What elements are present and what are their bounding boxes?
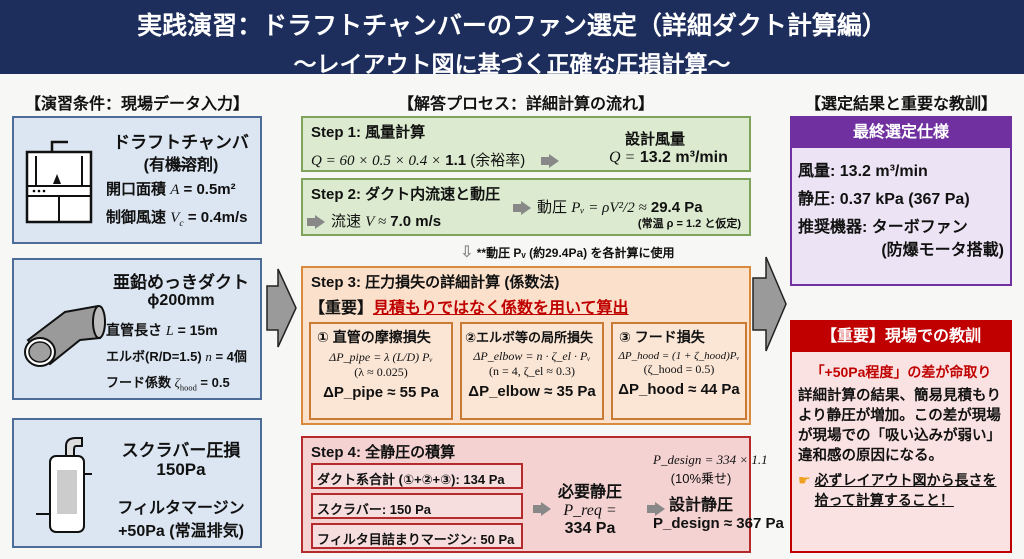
spec-device: 推奨機器: ターボファン	[798, 219, 968, 236]
filter-margin-label: フィルタマージン	[117, 500, 245, 517]
pointing-hand-icon: ☛	[798, 472, 811, 488]
arrow-icon	[647, 501, 666, 516]
step2-box: Step 2: ダクト内流速と動圧 流速 V ≈ 7.0 m/s 動圧 Pᵥ =…	[301, 178, 751, 236]
lesson-headline: 「+50Pa程度」の差が命取り	[810, 364, 992, 380]
scrubber-card: スクラバー圧損 150Pa フィルタマージン +50Pa (常温排気)	[12, 418, 262, 548]
flow-arrow-icon	[752, 256, 787, 352]
design-flow-label: 設計風量	[625, 131, 686, 148]
step3-box: Step 3: 圧力損失の詳細計算 (係数法) 【重要】見積もりではなく係数を用…	[301, 266, 751, 425]
left-section-header: 【演習条件：現場データ入力】	[24, 96, 249, 113]
chamber-name: ドラフトチャンバー	[113, 133, 249, 177]
step4-box: Step 4: 全静圧の積算 ダクト系合計 (①+②+③): 134 Pa スク…	[301, 436, 784, 553]
duct-elbow-icon	[24, 304, 106, 367]
dynamic-pressure: 動圧 Pᵥ = ρV²/2 ≈ 29.4 Pa	[509, 199, 703, 217]
control-velocity: 制御風速 Vc = 0.4m/s	[106, 209, 248, 229]
step1-box: Step 1: 風量計算 Q = 60 × 0.5 × 0.4 × 1.1 (余…	[301, 116, 751, 172]
duct-card: 亜鉛めっきダクト ϕ200mm 直管長さ L = 15m エルボ(R/D=1.5…	[12, 258, 262, 400]
step3-important: 【重要】見積もりではなく係数を用いて算出	[309, 300, 629, 317]
scrubber-icon	[36, 437, 92, 533]
arrow-icon	[307, 215, 325, 230]
step2-title: Step 2: ダクト内流速と動圧	[311, 186, 501, 203]
step1-formula: Q = 60 × 0.5 × 0.4 × 1.1 (余裕率)	[311, 149, 565, 170]
down-arrow-icon: ⇩	[460, 244, 474, 261]
final-spec-title: 最終選定仕様	[792, 118, 1010, 148]
filter-margin-item: フィルタ目詰まりマージン: 50 Pa	[311, 523, 523, 549]
main-title: 実践演習：ドラフトチャンバーのファン選定（詳細ダクト計算編）	[137, 12, 887, 40]
arrow-icon	[513, 201, 531, 216]
density-note: (常温 ρ = 1.2 と仮定)	[637, 218, 741, 230]
flow-arrow-icon	[266, 268, 297, 348]
chamber-card: ドラフトチャンバー (有機溶剤) 開口面積 A = 0.5m² 制御風速 Vc …	[12, 116, 262, 244]
pipe-length: 直管長さ L = 15m	[106, 322, 218, 339]
lesson-tip: ☛必ずレイアウト図から長さを拾って計算すること！	[798, 472, 997, 508]
step4-title: Step 4: 全静圧の積算	[311, 444, 456, 461]
duct-total-item: ダクト系合計 (①+②+③): 134 Pa	[311, 463, 523, 489]
title-banner: 実践演習：ドラフトチャンバーのファン選定（詳細ダクト計算編） 〜レイアウト図に基…	[0, 0, 1024, 77]
duct-name: 亜鉛めっきダクト	[113, 273, 249, 292]
scrubber-loss-label: スクラバー圧損	[121, 441, 241, 460]
arrow-icon	[533, 501, 551, 516]
scrubber-loss-value: 150Pa	[156, 460, 206, 479]
final-spec-card: 最終選定仕様 風量: 13.2 m³/min 静圧: 0.37 kPa (367…	[790, 116, 1012, 286]
scrubber-item: スクラバー: 150 Pa	[311, 493, 523, 519]
filter-margin-value: +50Pa (常温排気)	[118, 523, 244, 540]
opening-area: 開口面積 A = 0.5m²	[106, 181, 236, 198]
arrow-icon	[541, 154, 560, 169]
step1-title: Step 1: 風量計算	[311, 124, 426, 141]
lesson-title: 【重要】現場での教訓	[792, 322, 1010, 352]
middle-section-header: 【解答プロセス：詳細計算の流れ】	[397, 96, 654, 113]
dynamic-pressure-note: ⇩ **動圧 Pᵥ (約29.4Pa) を各計算に使用	[460, 244, 675, 261]
spec-pressure: 静圧: 0.37 kPa (367 Pa)	[798, 191, 970, 208]
velocity: 流速 V ≈ 7.0 m/s	[303, 210, 441, 231]
fume-hood-icon	[25, 140, 93, 224]
chamber-type: (有機溶剤)	[143, 157, 219, 174]
elbow-count: エルボ(R/D=1.5) n = 4個	[106, 349, 247, 364]
lesson-body: 詳細計算の結果、簡易見積もりより静圧が増加。この差が現場が現場での「吸い込みが弱…	[798, 388, 1001, 464]
duct-diameter: ϕ200mm	[147, 292, 215, 309]
spec-device-note: (防爆モータ搭載)	[881, 242, 1004, 259]
subtitle: 〜レイアウト図に基づく正確な圧損計算〜	[293, 51, 731, 77]
lesson-card: 【重要】現場での教訓 「+50Pa程度」の差が命取り 詳細計算の結果、簡易見積も…	[790, 320, 1012, 553]
design-flow-value: Q = 13.2 m³/min	[609, 149, 728, 166]
spec-flow: 風量: 13.2 m³/min	[798, 163, 928, 180]
right-section-header: 【選定結果と重要な教訓】	[804, 96, 997, 113]
hood-coefficient: フード係数 ζhood = 0.5	[106, 375, 230, 393]
step3-title: Step 3: 圧力損失の詳細計算 (係数法)	[311, 274, 560, 291]
